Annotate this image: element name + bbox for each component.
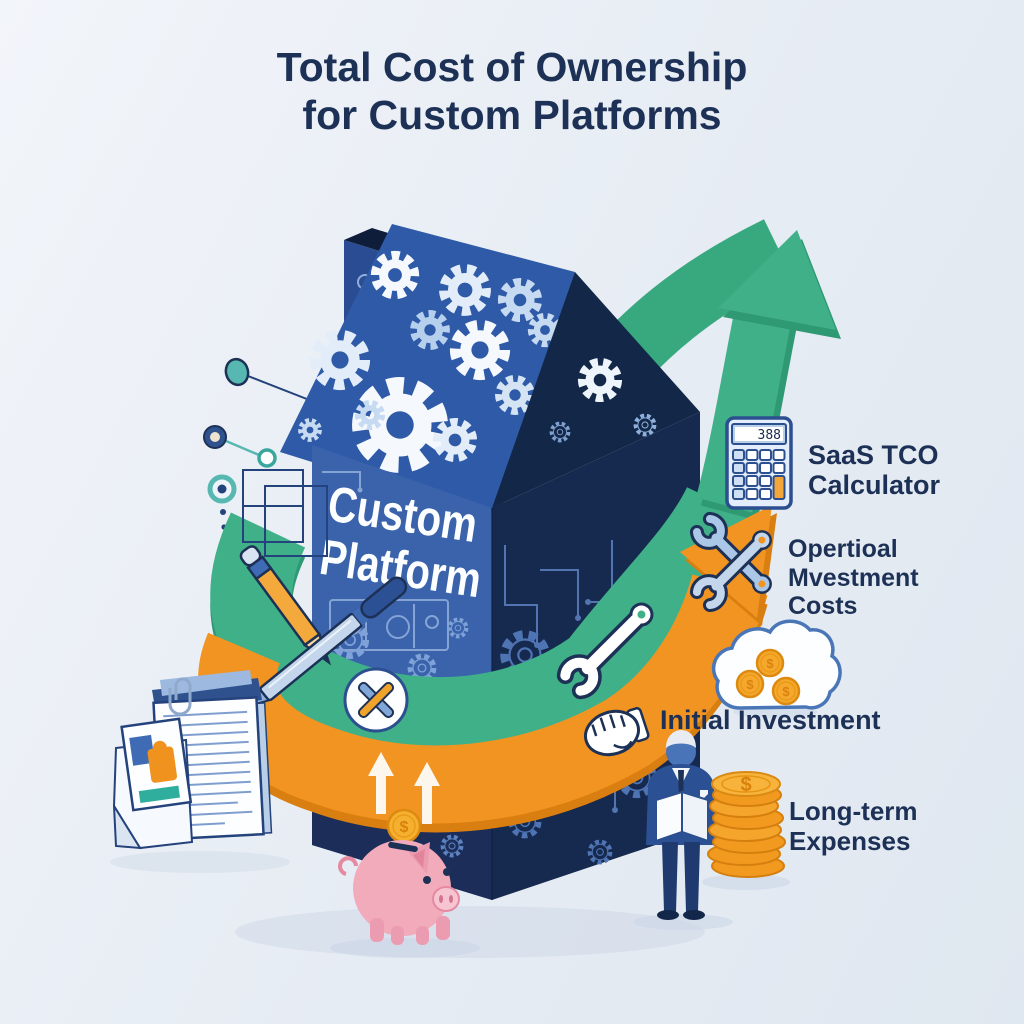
network-frames	[242, 469, 328, 557]
businessman-figure	[646, 730, 718, 920]
paperclip-icon	[168, 677, 192, 716]
label-operational-investment-costs: Opertioal Mvestment Costs	[788, 535, 919, 621]
label-line: Initial Investment	[660, 705, 881, 735]
dollar-symbol: $	[746, 677, 754, 692]
no-tools-badge	[343, 667, 409, 733]
calculator-icon: 388	[725, 416, 793, 510]
custom-platform-house: Custom Platform	[280, 224, 700, 900]
wrench-icon	[556, 602, 654, 700]
label-line: Expenses	[789, 826, 911, 857]
label-line: Costs	[788, 592, 858, 620]
dollar-symbol: $	[400, 819, 409, 836]
network-node-icon	[257, 448, 277, 468]
art-thumbnail	[120, 717, 193, 812]
label-long-term-expenses: Long-term Expenses	[789, 796, 918, 856]
label-line: Mvestment	[788, 563, 919, 592]
up-arrows	[368, 752, 440, 824]
piggy-bank-icon: $	[338, 808, 460, 945]
documents-icon	[112, 670, 273, 850]
label-line: Calculator	[808, 470, 941, 501]
cloud-coins: $ $ $	[735, 648, 801, 706]
network-nodes	[203, 357, 341, 556]
title-line-2: for Custom Platforms	[302, 91, 722, 138]
cloud-coins-icon: $ $ $	[711, 619, 842, 718]
calculator-display: 388	[758, 428, 781, 443]
dollar-symbol: $	[740, 774, 751, 796]
orange-arrowhead	[680, 505, 772, 618]
network-node-icon	[224, 357, 250, 387]
crossed-wrenches-icon	[689, 511, 772, 613]
dollar-symbol: $	[782, 684, 790, 699]
ground-shadows	[110, 851, 790, 958]
label-initial-investment: Initial Investment	[660, 705, 881, 736]
up-arrow-icon	[368, 752, 394, 814]
dollar-symbol: $	[766, 656, 774, 671]
label-saas-tco-calculator: SaaS TCO Calculator	[808, 440, 940, 500]
label-line: SaaS TCO	[808, 440, 939, 470]
open-book	[655, 790, 709, 843]
green-arrowhead	[718, 230, 836, 330]
page-title: Total Cost of Ownership for Custom Platf…	[0, 44, 1024, 139]
pencil-icon	[239, 545, 332, 666]
title-line-1: Total Cost of Ownership	[276, 44, 748, 90]
up-arrow-icon	[414, 762, 440, 824]
coin-slot	[388, 841, 418, 853]
fist-icon	[584, 707, 650, 757]
label-line: Opertioal	[788, 535, 898, 563]
label-line: Long-term	[789, 796, 918, 826]
coin-stack-icon: $	[707, 771, 786, 878]
